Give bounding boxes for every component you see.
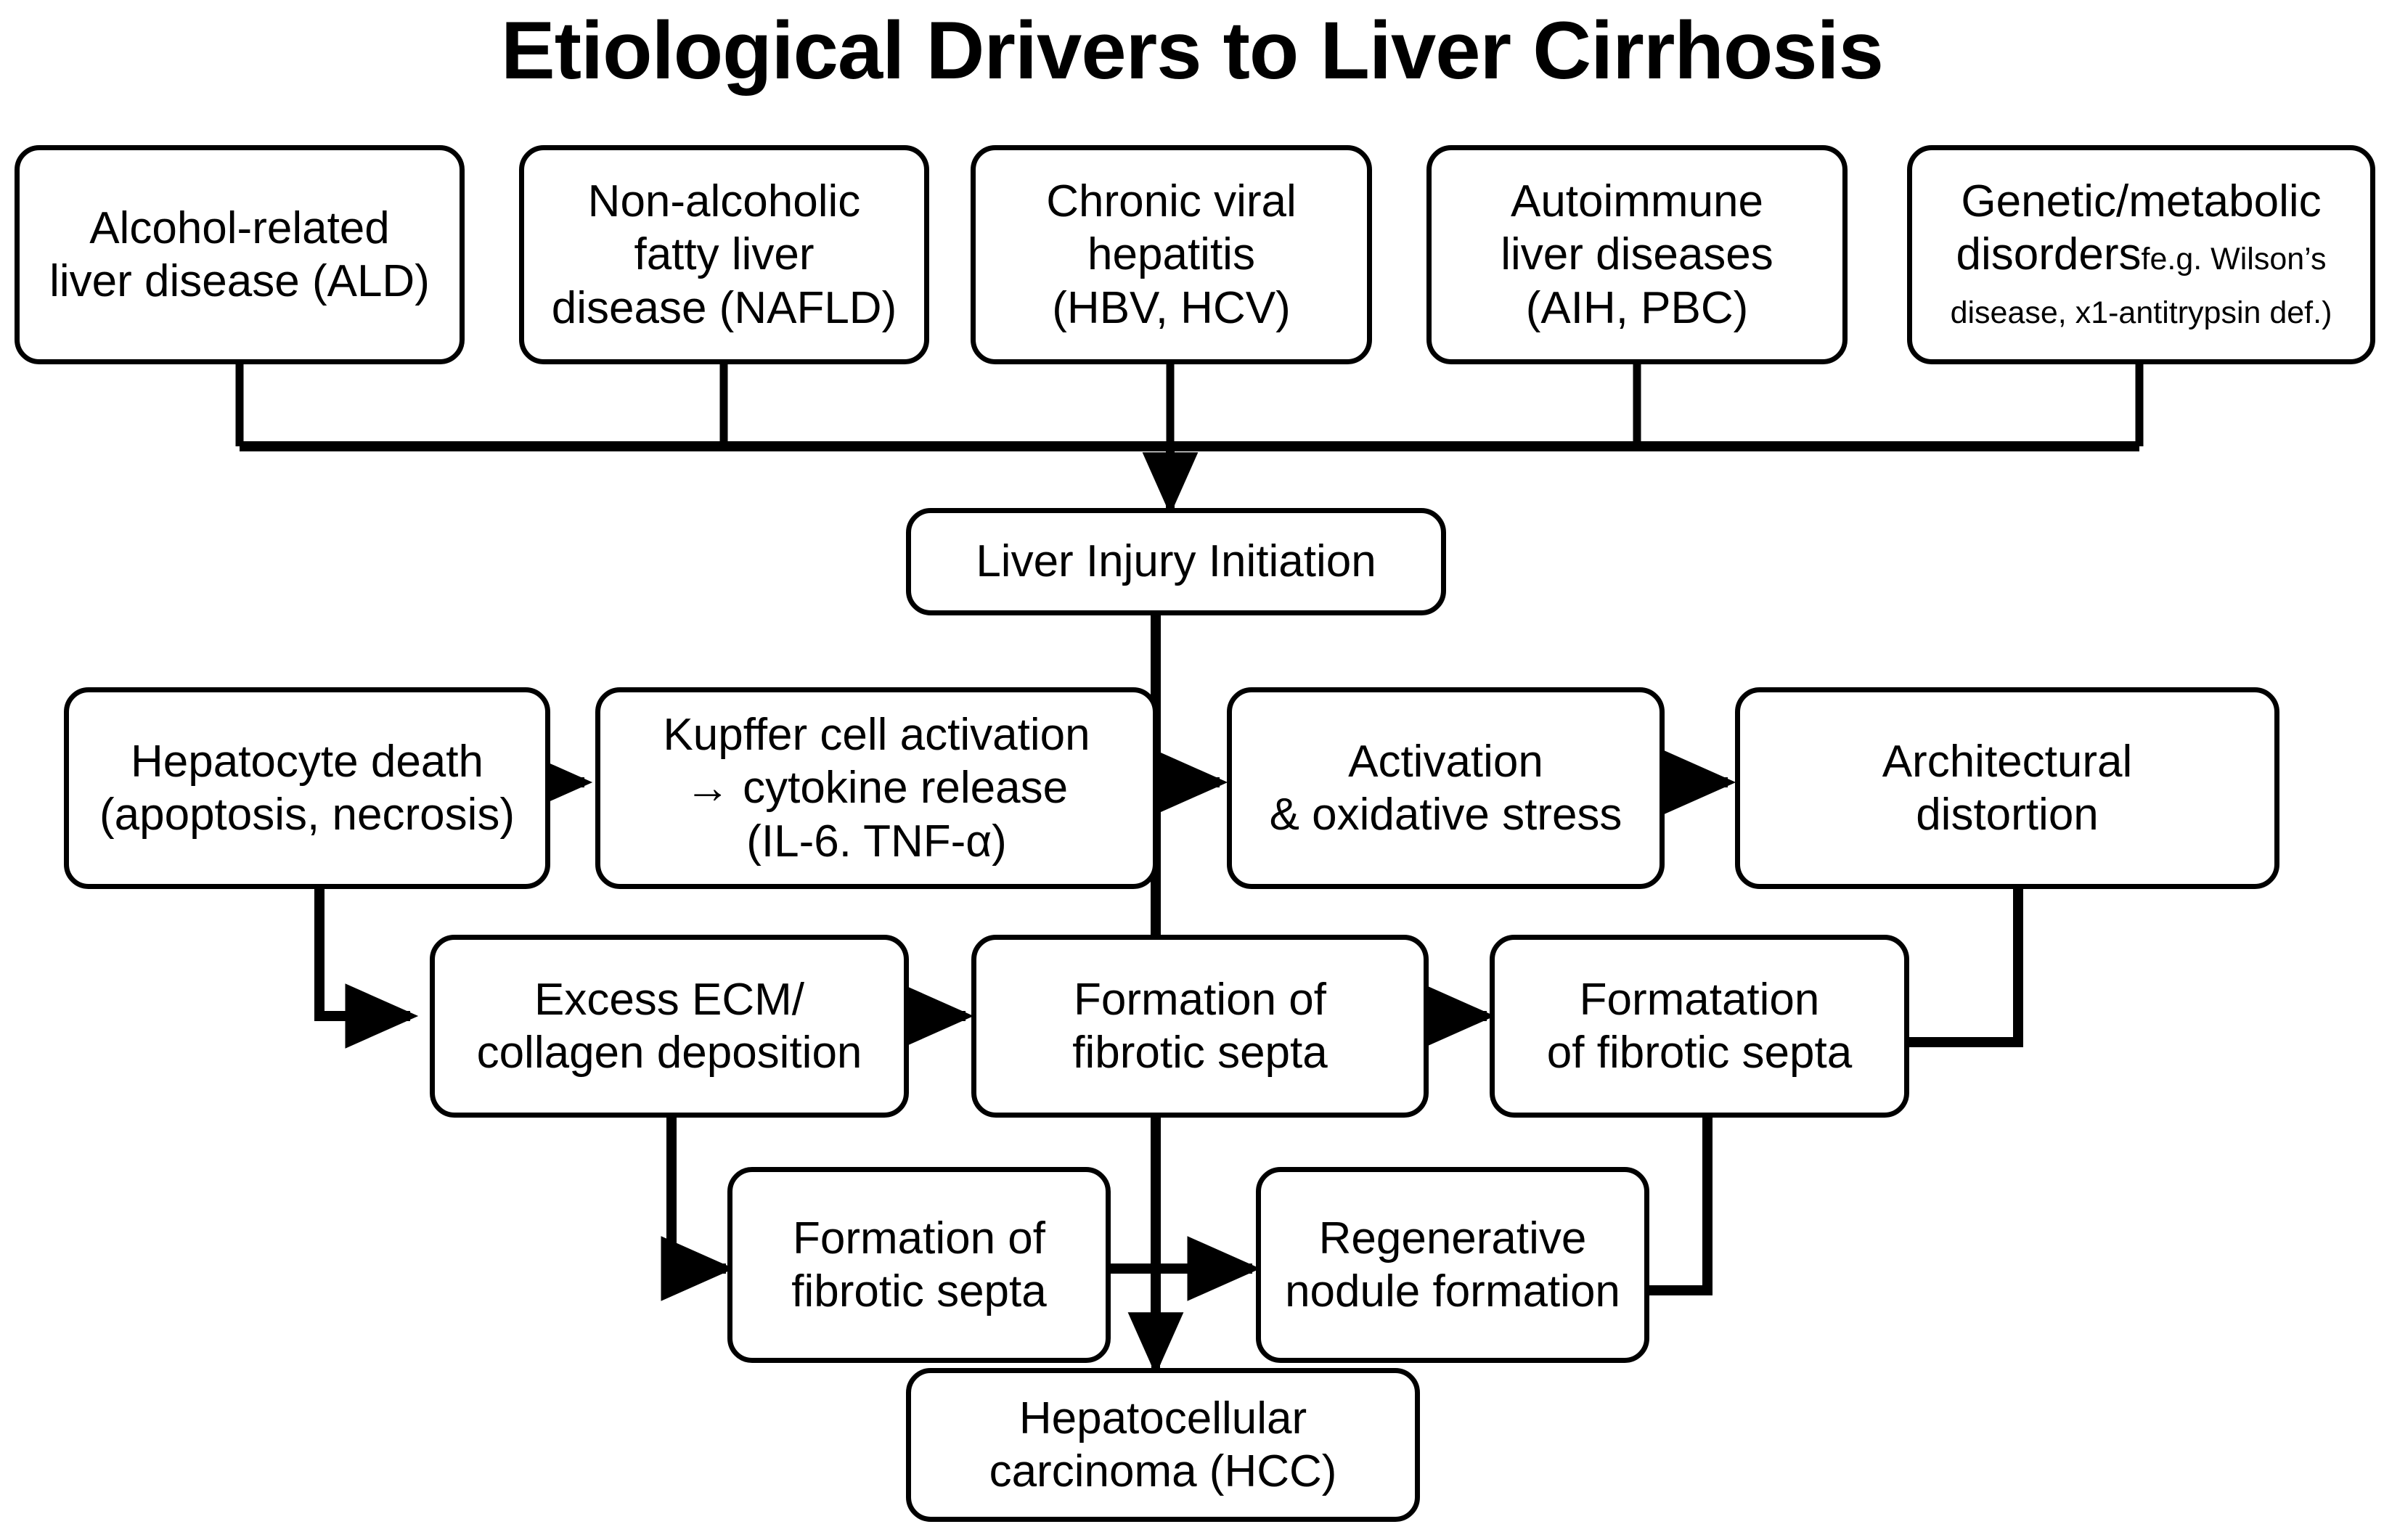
node-hep-line3: (HBV, HCV)	[1052, 282, 1291, 333]
node-ecm-line2: collagen deposition	[476, 1028, 862, 1078]
node-septa3-line1: Formation of	[792, 1213, 1046, 1263]
node-archdist-line1: Architectural	[1882, 736, 2133, 787]
page-title: Etiological Drivers to Liver Cirrhosis	[501, 5, 1884, 96]
node-kupffer-line3: (IL-6. TNF-α)	[746, 816, 1007, 867]
node-archdist-line2: distortion	[1916, 790, 2099, 840]
node-architectural-distortion[interactable]: Architectural distortion	[1735, 687, 2279, 889]
node-nodule-line1: Regenerative	[1318, 1213, 1587, 1263]
edge-hepdeath-to-ecm	[314, 889, 419, 1049]
node-oxstress-line2: & oxidative stress	[1269, 790, 1622, 840]
node-hepatocellular-carcinoma[interactable]: Hepatocellular carcinoma (HCC)	[906, 1368, 1420, 1522]
node-activation-oxidative-stress[interactable]: Activation & oxidative stress	[1227, 687, 1665, 889]
node-ald-line2: liver disease (ALD)	[49, 256, 430, 306]
node-septa2-line1: Formatation	[1579, 974, 1820, 1025]
node-alcohol-related-liver-disease[interactable]: Alcohol-related liver disease (ALD)	[15, 145, 465, 364]
node-hepatocyte-death[interactable]: Hepatocyte death (apoptosis, necrosis)	[64, 687, 550, 889]
node-septa1-line2: fibrotic septa	[1072, 1028, 1328, 1078]
node-auto-line3: (AIH, PBC)	[1525, 282, 1749, 333]
node-excess-ecm-collagen-deposition[interactable]: Excess ECM/ collagen deposition	[430, 935, 909, 1118]
node-septa2-line2: of fibrotic septa	[1546, 1028, 1853, 1078]
node-septa3-line2: fibrotic septa	[791, 1266, 1047, 1316]
node-formatation-fibrotic-septa[interactable]: Formatation of fibrotic septa	[1490, 935, 1909, 1118]
node-formation-fibrotic-septa-row4[interactable]: Formation of fibrotic septa	[971, 935, 1429, 1118]
node-ecm-line1: Excess ECM/	[534, 974, 805, 1025]
node-kupffer-cell-activation[interactable]: Kupffer cell activation → cytokine relea…	[595, 687, 1158, 889]
edge-ecm-to-septa3	[661, 1118, 735, 1301]
node-hcc-line1: Hepatocellular	[1018, 1393, 1307, 1443]
node-oxstress-line1: Activation	[1348, 736, 1543, 787]
node-auto-line1: Autoimmune	[1510, 176, 1764, 227]
node-injury-line1: Liver Injury Initiation	[976, 536, 1376, 587]
node-ald-line1: Alcohol-related	[89, 202, 390, 253]
node-chronic-viral-hepatitis[interactable]: Chronic viral hepatitis (HBV, HCV)	[971, 145, 1372, 364]
node-hep-line2: hepatitis	[1087, 229, 1255, 280]
node-genetic-line2: disorders	[1956, 229, 2142, 280]
node-liver-injury-initiation[interactable]: Liver Injury Initiation	[906, 508, 1446, 615]
node-septa1-line1: Formation of	[1073, 974, 1327, 1025]
node-auto-line2: liver diseases	[1501, 229, 1773, 280]
node-kupffer-line2: → cytokine release	[685, 763, 1069, 814]
node-hcc-line2: carcinoma (HCC)	[989, 1446, 1337, 1496]
node-nafld[interactable]: Non-alcoholic fatty liver disease (NAFLD…	[519, 145, 929, 364]
node-genetic-metabolic-disorders[interactable]: Genetic/metabolic disordersfe.g. Wilson’…	[1907, 145, 2375, 364]
node-genetic-line1: Genetic/metabolic	[1961, 176, 2322, 227]
edge-septa2-to-nodule	[1649, 1118, 1713, 1295]
node-regenerative-nodule-formation[interactable]: Regenerative nodule formation	[1256, 1167, 1649, 1363]
edge-archdist-to-septa2	[1909, 889, 2023, 1047]
node-genetic-note1: fe.g. Wilson’s	[2141, 242, 2327, 277]
node-hepdeath-line1: Hepatocyte death	[130, 736, 483, 787]
node-hepdeath-line2: (apoptosis, necrosis)	[99, 790, 515, 840]
node-formation-fibrotic-septa-row5[interactable]: Formation of fibrotic septa	[727, 1167, 1111, 1363]
node-nafld-line3: disease (NAFLD)	[551, 282, 897, 333]
node-hep-line1: Chronic viral	[1046, 176, 1297, 227]
node-kupffer-line1: Kupffer cell activation	[663, 710, 1090, 761]
node-genetic-note2: disease, x1-antitrypsin def.)	[1950, 295, 2332, 330]
node-nafld-line1: Non-alcoholic	[587, 176, 861, 227]
node-autoimmune-liver-diseases[interactable]: Autoimmune liver diseases (AIH, PBC)	[1426, 145, 1848, 364]
node-nafld-line2: fatty liver	[634, 229, 815, 280]
node-nodule-line2: nodule formation	[1285, 1266, 1620, 1316]
